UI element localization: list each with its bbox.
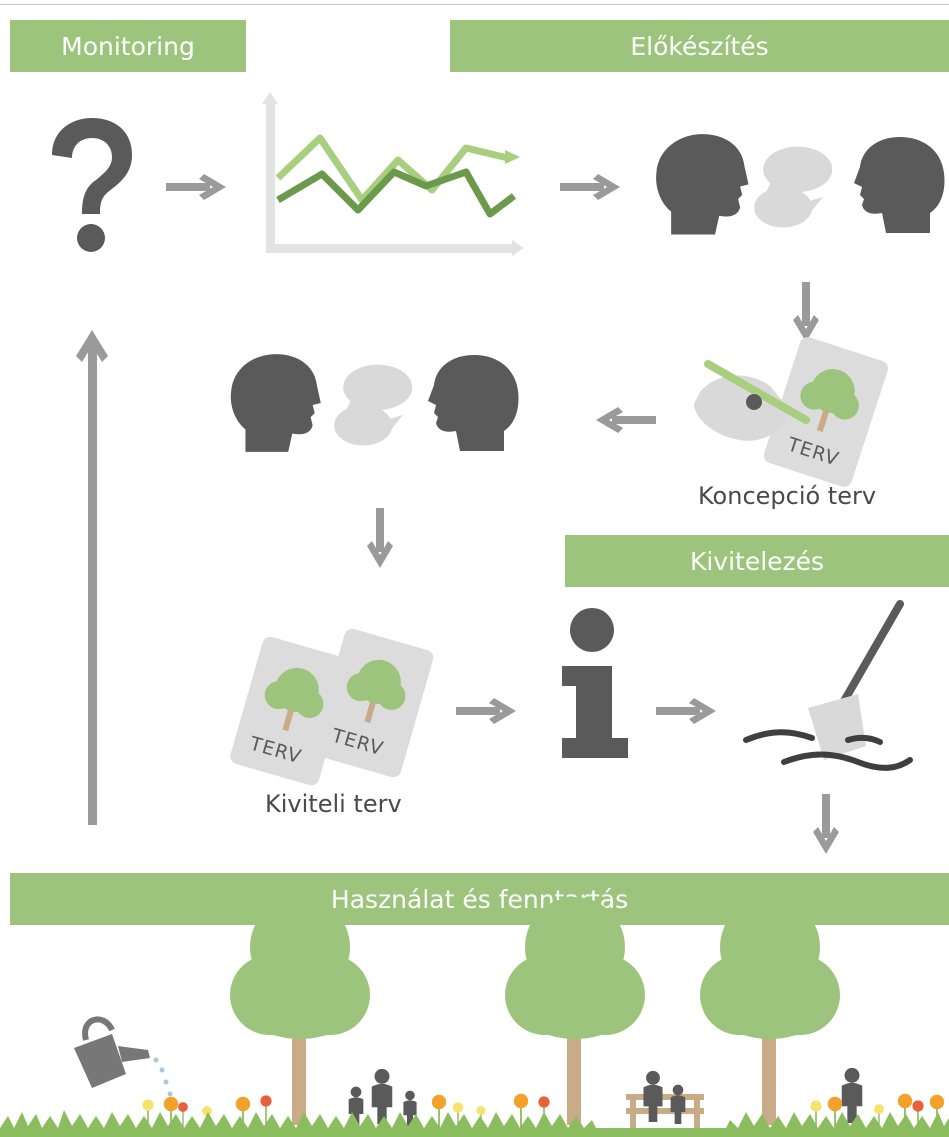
info-icon (562, 608, 628, 758)
conversation-icon (656, 134, 945, 235)
question-mark-icon (52, 118, 132, 252)
arrow-up-icon (76, 330, 108, 825)
speech-bubbles-icon (754, 146, 833, 228)
speech-bubbles-icon (334, 364, 413, 446)
banner-elokeszites: Előkészítés (450, 20, 949, 72)
person-icon (371, 1068, 393, 1124)
spade-digging-icon (743, 600, 913, 771)
tree-icon (230, 897, 370, 1125)
line-chart-icon (262, 92, 524, 256)
watering-can-icon (74, 1016, 175, 1109)
person-icon (643, 1070, 663, 1122)
arrow-down-icon (793, 282, 819, 342)
top-divider (0, 4, 949, 5)
arrow-right-icon (166, 174, 226, 200)
male-head-icon (656, 134, 749, 235)
arrow-down-icon (367, 508, 393, 568)
arrow-right-icon (560, 174, 620, 200)
banner-monitoring: Monitoring (10, 20, 246, 72)
arrow-right-icon (456, 698, 516, 724)
concept-plan-icon: TERV (694, 335, 891, 490)
tree-icon (505, 897, 645, 1125)
grass-strip (0, 1110, 949, 1137)
park-scene-illustration (0, 897, 949, 1137)
male-head-icon (230, 354, 321, 452)
arrow-down-icon (813, 794, 839, 854)
caption-koncepcio-terv: Koncepció terv (698, 482, 877, 510)
banner-kivitelezes: Kivitelezés (565, 535, 949, 587)
person-icon (841, 1067, 863, 1123)
bench-icon (626, 1070, 704, 1130)
arrow-left-icon (596, 407, 656, 433)
tree-icon (700, 897, 840, 1125)
female-head-icon (428, 355, 519, 451)
construction-plans-icon: TERV TERV (228, 626, 436, 788)
caption-kiviteli-terv: Kiviteli terv (265, 790, 402, 818)
female-head-icon (854, 137, 945, 233)
arrow-right-icon (656, 698, 716, 724)
conversation-icon (230, 354, 519, 452)
person-icon (670, 1084, 686, 1124)
